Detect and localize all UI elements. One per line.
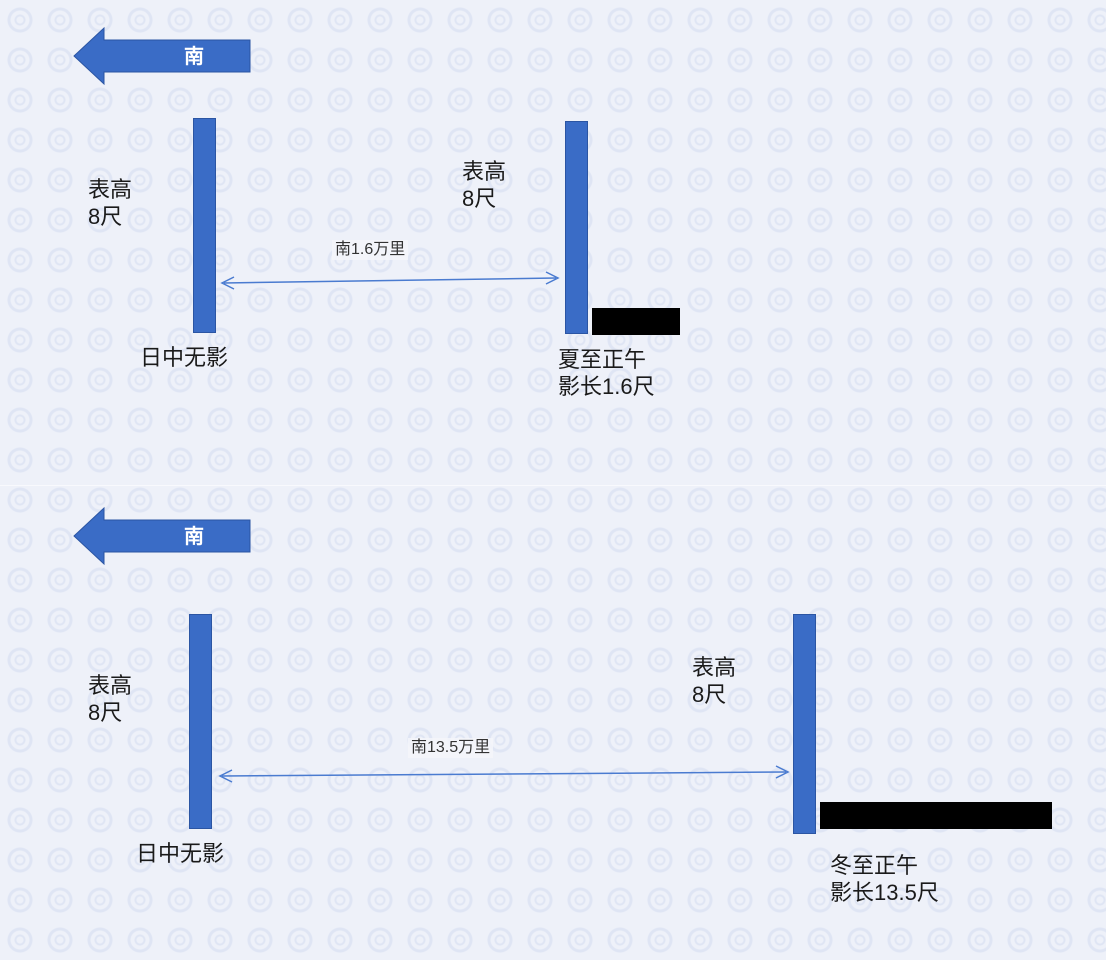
direction-label: 南 [184,44,204,68]
south-direction-arrow: 南 [72,506,252,566]
pole-shadow [592,308,680,335]
pole-height-label: 表高 8尺 [88,177,133,229]
left-arrow-icon [73,26,251,86]
direction-label: 南 [184,524,204,548]
pole-caption: 冬至正午 影长13.5尺 [830,853,939,905]
left-arrow-icon [73,506,251,566]
distance-label: 南1.6万里 [332,240,409,260]
pole-caption: 夏至正午 影长1.6尺 [558,347,655,399]
pole-height-label: 表高 8尺 [692,655,737,707]
pole-height-label: 表高 8尺 [462,159,507,211]
south-direction-arrow: 南 [72,26,252,86]
gnomon-pole [565,121,588,334]
gnomon-pole [193,118,216,333]
pole-caption: 日中无影 [140,345,229,370]
gnomon-pole [793,614,816,834]
panel-divider [0,485,1106,486]
pole-caption: 日中无影 [136,841,225,866]
pole-shadow [820,802,1052,829]
pole-height-label: 表高 8尺 [88,673,133,725]
gnomon-pole [189,614,212,829]
distance-label: 南13.5万里 [408,738,494,758]
